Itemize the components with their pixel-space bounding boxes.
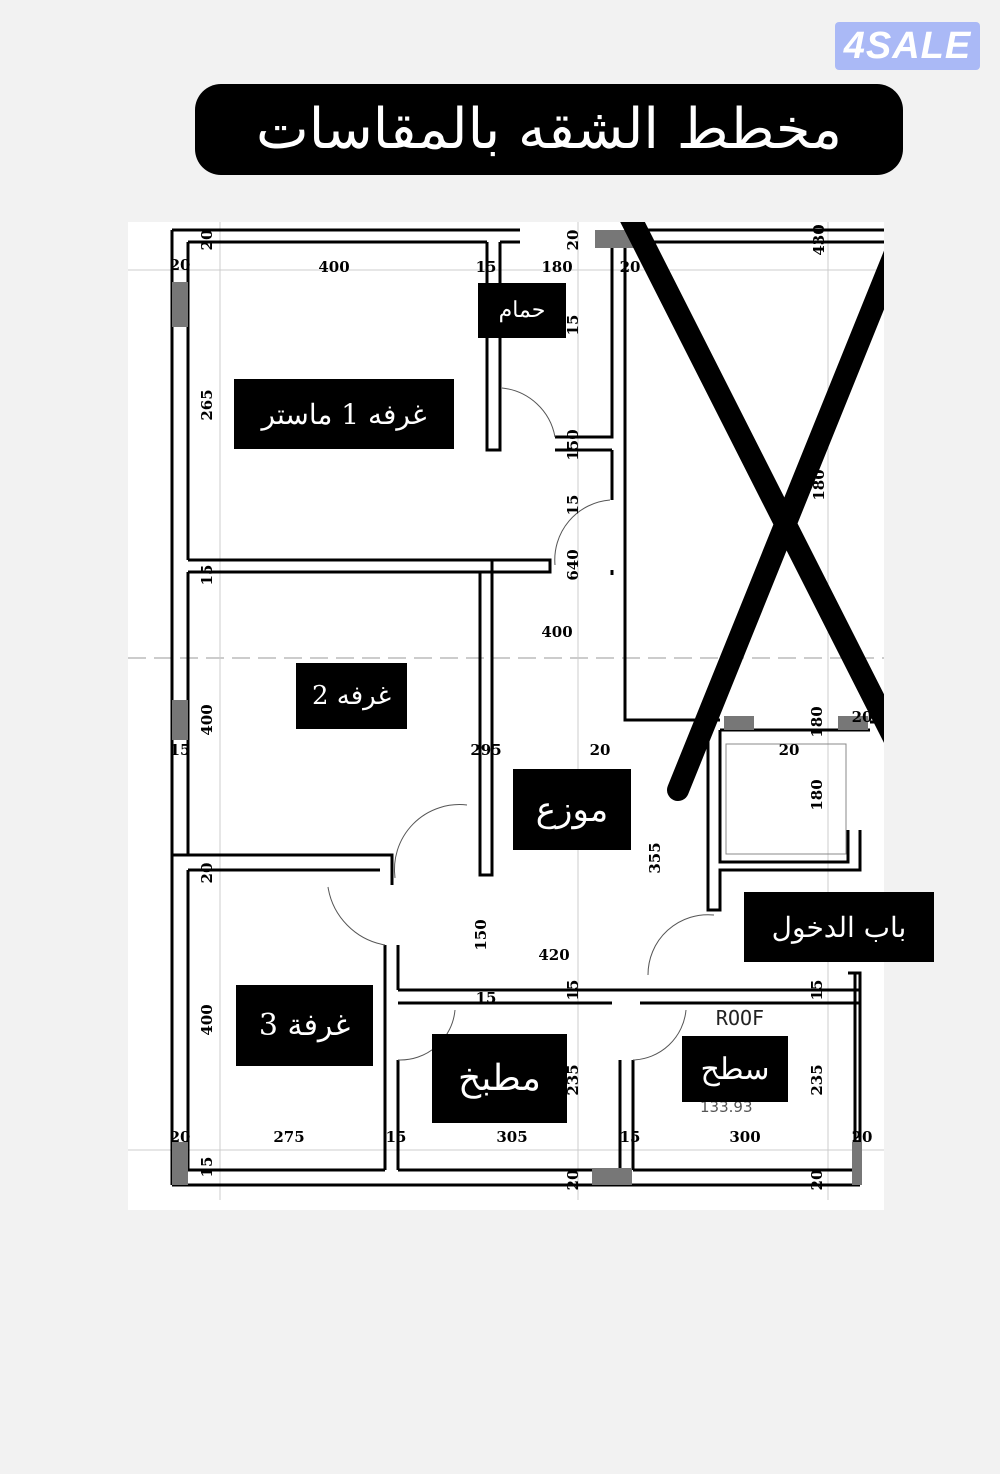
room-label-entrance: باب الدخول [744, 892, 934, 962]
dimension-label: 15 [808, 980, 826, 1001]
dimension-label: 400 [198, 704, 216, 735]
dimension-label: 20 [564, 1170, 582, 1191]
room-label-roof: سطح [682, 1036, 788, 1102]
dimension-label: 20 [198, 230, 216, 251]
room-label-bathroom: حمام [478, 283, 566, 338]
dimension-label: 15 [476, 989, 497, 1007]
dimension-label: 150 [472, 919, 490, 950]
dimension-label: 15 [564, 315, 582, 336]
room-label-kitchen: مطبخ [432, 1034, 567, 1123]
dimension-label: 20 [779, 741, 800, 759]
dimension-labels: 20 400 15 180 20 20 20 430 265 15 150 15 640 180 400 40… [170, 224, 873, 1190]
dimension-label: 295 [470, 741, 501, 759]
dimension-label: 235 [564, 1064, 582, 1095]
dimension-label: 305 [496, 1128, 527, 1146]
dimension-label: 180 [541, 258, 572, 276]
4sale-logo: 4SALE [835, 22, 980, 70]
dimension-label: 400 [541, 623, 572, 641]
dimension-label: 640 [564, 549, 582, 580]
dimension-label: 180 [808, 779, 826, 810]
dimension-label: 400 [318, 258, 349, 276]
dimension-label: 20 [620, 258, 641, 276]
dimension-label: 300 [729, 1128, 760, 1146]
room-label-hall: موزع [513, 769, 631, 850]
dimension-label: 275 [273, 1128, 304, 1146]
dimension-label: 15 [170, 741, 191, 759]
dimension-label: 20 [808, 1170, 826, 1191]
columns [172, 230, 868, 1185]
dimension-label: 235 [808, 1064, 826, 1095]
dimension-label: 20 [170, 256, 191, 274]
dimension-label: 180 [808, 706, 826, 737]
dimension-label: 15 [564, 980, 582, 1001]
dimension-label: 265 [198, 389, 216, 420]
dimension-label: 150 [564, 429, 582, 460]
dimension-label: 20 [852, 708, 873, 726]
dimension-label: 420 [538, 946, 569, 964]
room-label-bedroom-3: غرفة 3 [236, 985, 373, 1066]
dimension-label: 20 [198, 863, 216, 884]
dimension-label: 20 [170, 1128, 191, 1146]
dimension-label: 20 [564, 230, 582, 251]
dimension-label: 15 [386, 1128, 407, 1146]
roof-area-text: 133.93 [700, 1098, 753, 1116]
dimension-label: 20 [590, 741, 611, 759]
page-title: مخطط الشقه بالمقاسات [195, 84, 903, 175]
dimension-label: 430 [810, 224, 828, 255]
dimension-label: 15 [198, 1157, 216, 1178]
dimension-guides [128, 222, 884, 1200]
room-label-master-bedroom: غرفه 1 ماستر [234, 379, 454, 449]
dimension-label: 15 [198, 565, 216, 586]
cross-out-mark [620, 222, 884, 801]
dimension-label: 15 [564, 495, 582, 516]
dimension-label: 400 [198, 1004, 216, 1035]
roof-text: ROOF [715, 1006, 765, 1030]
door-swings [327, 387, 847, 1061]
dimension-label: 15 [620, 1128, 641, 1146]
floor-plan-drawing: 20 400 15 180 20 20 20 430 265 15 150 15 640 180 400 40… [128, 222, 884, 1200]
dimension-label: 20 [852, 1128, 873, 1146]
dimension-label: 355 [646, 842, 664, 873]
dimension-label: 15 [476, 258, 497, 276]
room-label-bedroom-2: غرفه 2 [296, 663, 407, 729]
